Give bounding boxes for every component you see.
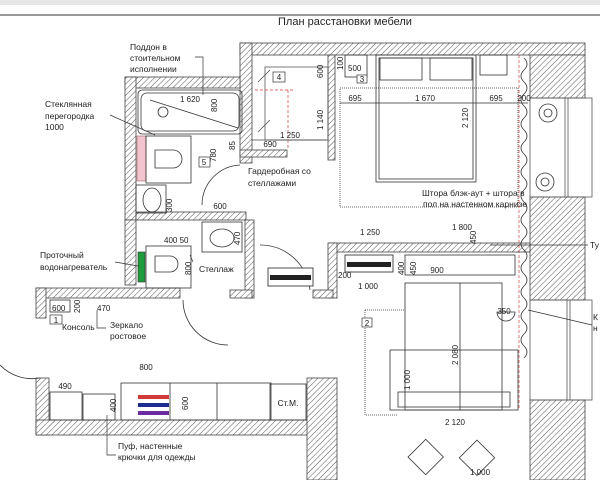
dim-2120-sofa: 2 120	[445, 418, 466, 427]
dim-1670: 1 670	[415, 94, 436, 103]
room-number-4: 4	[277, 73, 282, 82]
dim-800-storage: 800	[139, 363, 153, 372]
label-console: Консоль	[62, 322, 95, 332]
label-heater-1: Проточный	[40, 250, 84, 260]
label-stm: Ст.М.	[278, 398, 299, 408]
door-swing	[201, 164, 241, 206]
label-curtain-1: Штора блэк-аут + штора в	[422, 188, 525, 198]
label-k-2: н	[593, 323, 598, 333]
bed	[339, 54, 528, 208]
living-furniture	[364, 254, 519, 476]
label-pouf-1: Пуф, настенные	[118, 441, 183, 451]
label-glass-1: Стеклянная	[45, 99, 92, 109]
dim-490: 490	[58, 382, 72, 391]
room-number-1: 1	[54, 316, 59, 325]
label-tray-2: стоительном	[130, 53, 181, 63]
tv-fill	[347, 262, 391, 267]
label-wardrobe-2: стеллажами	[248, 178, 296, 188]
toilet-icon	[135, 135, 192, 214]
label-glass-2: перегородка	[45, 111, 95, 121]
label-curtain-2: пол на настенном карнизе	[423, 199, 527, 209]
radiator-fill	[270, 275, 311, 280]
dim-1000-table: 1 000	[470, 468, 491, 477]
dim-bath-length: 1 620	[180, 95, 201, 104]
dim-400-pouf: 400	[109, 398, 118, 412]
dim-200-console: 200	[73, 299, 82, 313]
label-k-1: К	[593, 312, 598, 322]
bathtub	[137, 89, 243, 135]
dim-1000-tv: 1 000	[358, 282, 379, 291]
room-number-box	[361, 317, 373, 328]
leader-lines	[96, 56, 593, 456]
dim-200-tv: 200	[338, 271, 352, 280]
dimensions: 1 620 800 780 300 85 600 1 250 690 1 140…	[52, 56, 531, 477]
dim-900: 900	[430, 266, 444, 275]
dim-1000-sofa: 1 000	[403, 369, 412, 390]
label-pouf-2: крючки для одежды	[118, 452, 196, 462]
label-mirror-2: ростовое	[110, 331, 146, 341]
room-number-box	[356, 74, 368, 84]
label-wardrobe-1: Гардеробная со	[248, 166, 311, 176]
dim-470: 470	[233, 231, 242, 245]
walls	[35, 42, 586, 480]
room-number-box	[49, 314, 63, 325]
dim-1800: 1 800	[452, 223, 473, 232]
label-glass-3: 1000	[45, 122, 64, 132]
label-heater-2: водонагреватель	[40, 262, 108, 272]
hall-furniture	[49, 299, 307, 421]
dim-400-tv: 400	[397, 261, 406, 275]
towel-stripes	[138, 395, 169, 415]
dim-470-mirror: 470	[97, 304, 111, 313]
dim-bath-width: 800	[210, 98, 219, 112]
toilet-icon	[145, 221, 243, 289]
dim-450-table: 450	[409, 261, 418, 275]
dim-200: 200	[517, 94, 531, 103]
label-tray-3: исполнении	[130, 64, 177, 74]
dim-450: 450	[469, 230, 478, 244]
windows	[529, 97, 593, 401]
room-number-2: 2	[365, 319, 370, 328]
dim-600-console: 600	[52, 304, 66, 313]
dim-690: 690	[263, 140, 277, 149]
dim-600-wardrobe: 600	[316, 64, 325, 78]
dim-500: 500	[348, 64, 362, 73]
dim-695-right: 695	[489, 94, 503, 103]
plant-icon	[535, 103, 558, 192]
curtain	[520, 57, 528, 359]
plan-title: План расстановки мебели	[278, 16, 412, 28]
dim-350: 350	[497, 307, 511, 316]
dim-2120-bed: 2 120	[461, 107, 470, 128]
dim-sink1: 300	[165, 198, 174, 212]
dim-85: 85	[228, 141, 237, 150]
door-swing	[182, 299, 229, 346]
installation-frame	[136, 135, 147, 182]
dim-695-left: 695	[348, 94, 362, 103]
dim-600-storage: 600	[181, 396, 190, 410]
room-number-5: 5	[202, 158, 207, 167]
wardrobe-room	[252, 66, 329, 150]
room-number-3: 3	[360, 75, 365, 84]
label-tumba: Ту	[590, 240, 600, 250]
dim-wc1: 780	[209, 148, 218, 162]
dim-1250: 1 250	[280, 131, 301, 140]
top-bar	[0, 0, 600, 5]
label-tray-1: Поддон в	[130, 42, 167, 52]
dim-600: 600	[213, 202, 227, 211]
dim-800-wc: 800	[184, 261, 193, 275]
dim-2080: 2 080	[451, 344, 460, 365]
label-mirror-1: Зеркало	[110, 320, 143, 330]
dim-1250-living: 1 250	[360, 228, 381, 237]
room-number-box	[272, 71, 286, 83]
door-swing	[0, 364, 41, 380]
room-number-box	[198, 156, 211, 168]
dim-1140: 1 140	[316, 109, 325, 130]
dim-100: 100	[336, 56, 345, 70]
labels: Поддон в стоительном исполнении Стеклянн…	[40, 42, 600, 462]
label-shelf: Стеллаж	[199, 264, 234, 274]
dim-400-50: 400 50	[164, 236, 189, 245]
water-heater	[137, 251, 146, 283]
